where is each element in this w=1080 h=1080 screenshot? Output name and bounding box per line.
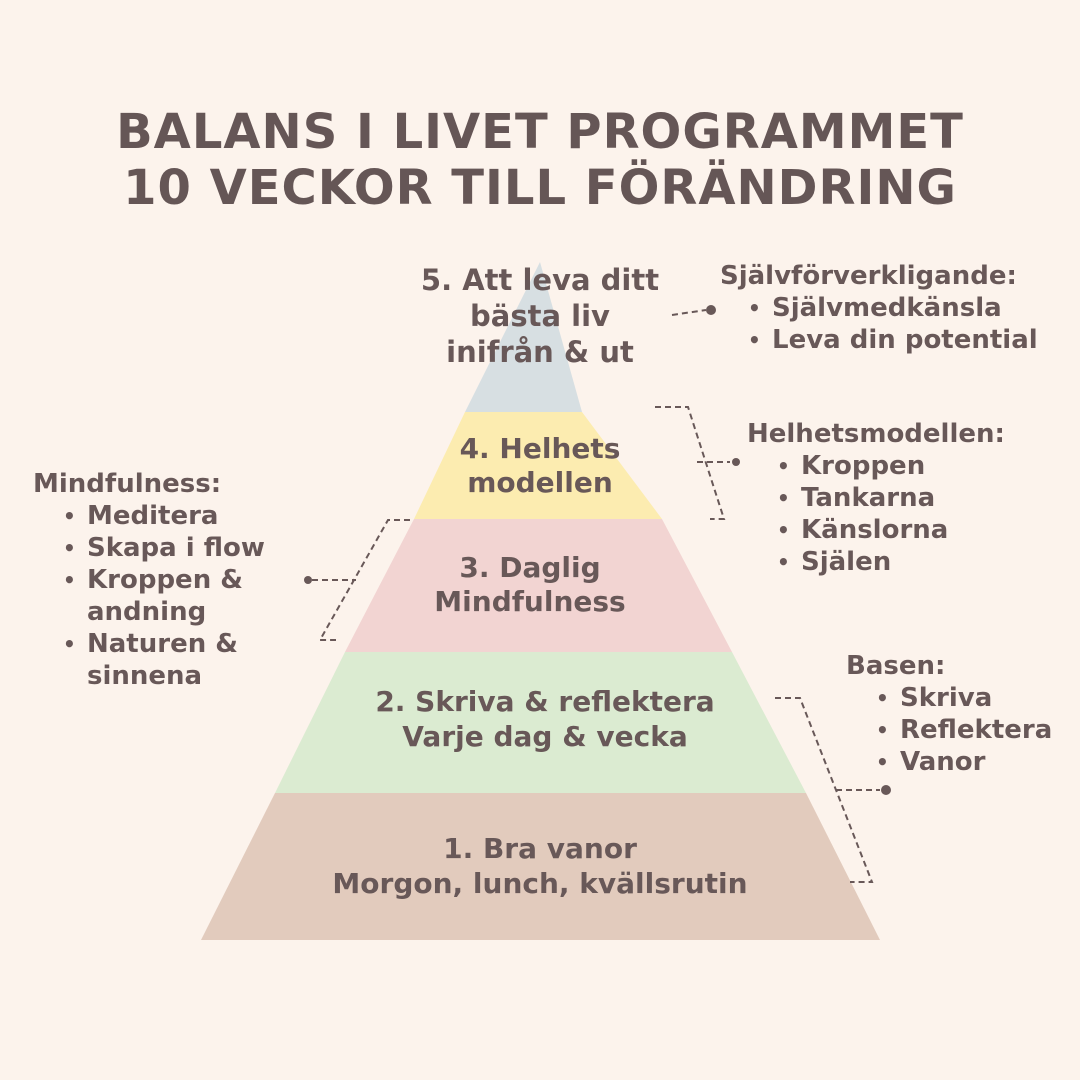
- pyramid-level-4: [414, 412, 662, 519]
- connector-dot-level-1-2: [881, 785, 891, 795]
- level-4-line-2: modellen: [467, 466, 613, 499]
- page-title-line-2: 10 VECKOR TILL FÖRÄNDRING: [123, 160, 957, 216]
- note-sjalvforverkligande-item: Självmedkänsla: [746, 292, 1038, 324]
- connector-dot-level-3: [304, 576, 312, 584]
- connector-level-5: [671, 309, 707, 316]
- note-basen: Basen: Skriva Reflektera Vanor: [846, 650, 1052, 778]
- note-mindfulness-item-line: Naturen &: [87, 629, 238, 659]
- level-1-label: 1. Bra vanor Morgon, lunch, kvällsrutin: [300, 831, 780, 901]
- level-1-line-1: 1. Bra vanor: [443, 832, 637, 865]
- note-mindfulness-item-line: Kroppen &: [87, 565, 243, 595]
- note-mindfulness-item: Kroppen & andning: [61, 564, 265, 628]
- note-basen-item: Vanor: [874, 746, 1052, 778]
- level-2-line-2: Varje dag & vecka: [402, 720, 688, 753]
- level-1-line-2: Morgon, lunch, kvällsrutin: [332, 867, 748, 900]
- pyramid-level-2: [275, 652, 806, 793]
- level-3-line-2: Mindfulness: [434, 585, 626, 618]
- level-5-line-3: inifrån & ut: [446, 335, 634, 369]
- level-2-label: 2. Skriva & reflektera Varje dag & vecka: [330, 684, 760, 754]
- note-mindfulness-item-line: andning: [87, 597, 207, 627]
- note-sjalvforverkligande: Självförverkligande: Självmedkänsla Leva…: [720, 260, 1038, 356]
- note-mindfulness-heading: Mindfulness:: [33, 469, 222, 499]
- connector-level-4: [655, 406, 730, 520]
- note-helhetsmodellen-item: Tankarna: [775, 482, 1005, 514]
- level-5-line-1: 5. Att leva ditt: [420, 263, 660, 297]
- note-mindfulness: Mindfulness: Meditera Skapa i flow Kropp…: [33, 468, 265, 692]
- pyramid-level-3: [345, 519, 732, 652]
- level-5-line-2: bästa liv: [470, 299, 610, 333]
- note-mindfulness-item: Meditera: [61, 500, 265, 532]
- note-basen-item: Reflektera: [874, 714, 1052, 746]
- note-helhetsmodellen: Helhetsmodellen: Kroppen Tankarna Känslo…: [747, 418, 1005, 578]
- note-mindfulness-item: Skapa i flow: [61, 532, 265, 564]
- level-2-line-1: 2. Skriva & reflektera: [375, 685, 715, 718]
- level-4-label: 4. Helhets modellen: [410, 432, 670, 500]
- note-basen-heading: Basen:: [846, 651, 946, 681]
- pyramid-level-5: [465, 262, 582, 412]
- connector-dot-level-5: [706, 305, 716, 315]
- pyramid-level-1: [201, 793, 880, 940]
- connector-level-3: [312, 519, 410, 641]
- level-3-label: 3. Daglig Mindfulness: [380, 551, 680, 619]
- note-helhetsmodellen-item: Känslorna: [775, 514, 1005, 546]
- level-5-label: 5. Att leva ditt bästa liv inifrån & ut: [400, 262, 680, 370]
- note-sjalvforverkligande-item: Leva din potential: [746, 324, 1038, 356]
- level-4-line-1: 4. Helhets: [459, 432, 621, 465]
- note-helhetsmodellen-heading: Helhetsmodellen:: [747, 419, 1005, 449]
- level-3-line-1: 3. Daglig: [459, 551, 601, 584]
- connector-level-1-2: [775, 697, 880, 883]
- note-helhetsmodellen-item: Kroppen: [775, 450, 1005, 482]
- note-helhetsmodellen-item: Själen: [775, 546, 1005, 578]
- note-sjalvforverkligande-heading: Självförverkligande:: [720, 261, 1017, 291]
- connector-dot-level-4: [732, 458, 740, 466]
- note-mindfulness-item: Naturen & sinnena: [61, 628, 265, 692]
- note-mindfulness-item-line: sinnena: [87, 661, 203, 691]
- page-title-line-1: BALANS I LIVET PROGRAMMET: [116, 104, 964, 160]
- note-basen-item: Skriva: [874, 682, 1052, 714]
